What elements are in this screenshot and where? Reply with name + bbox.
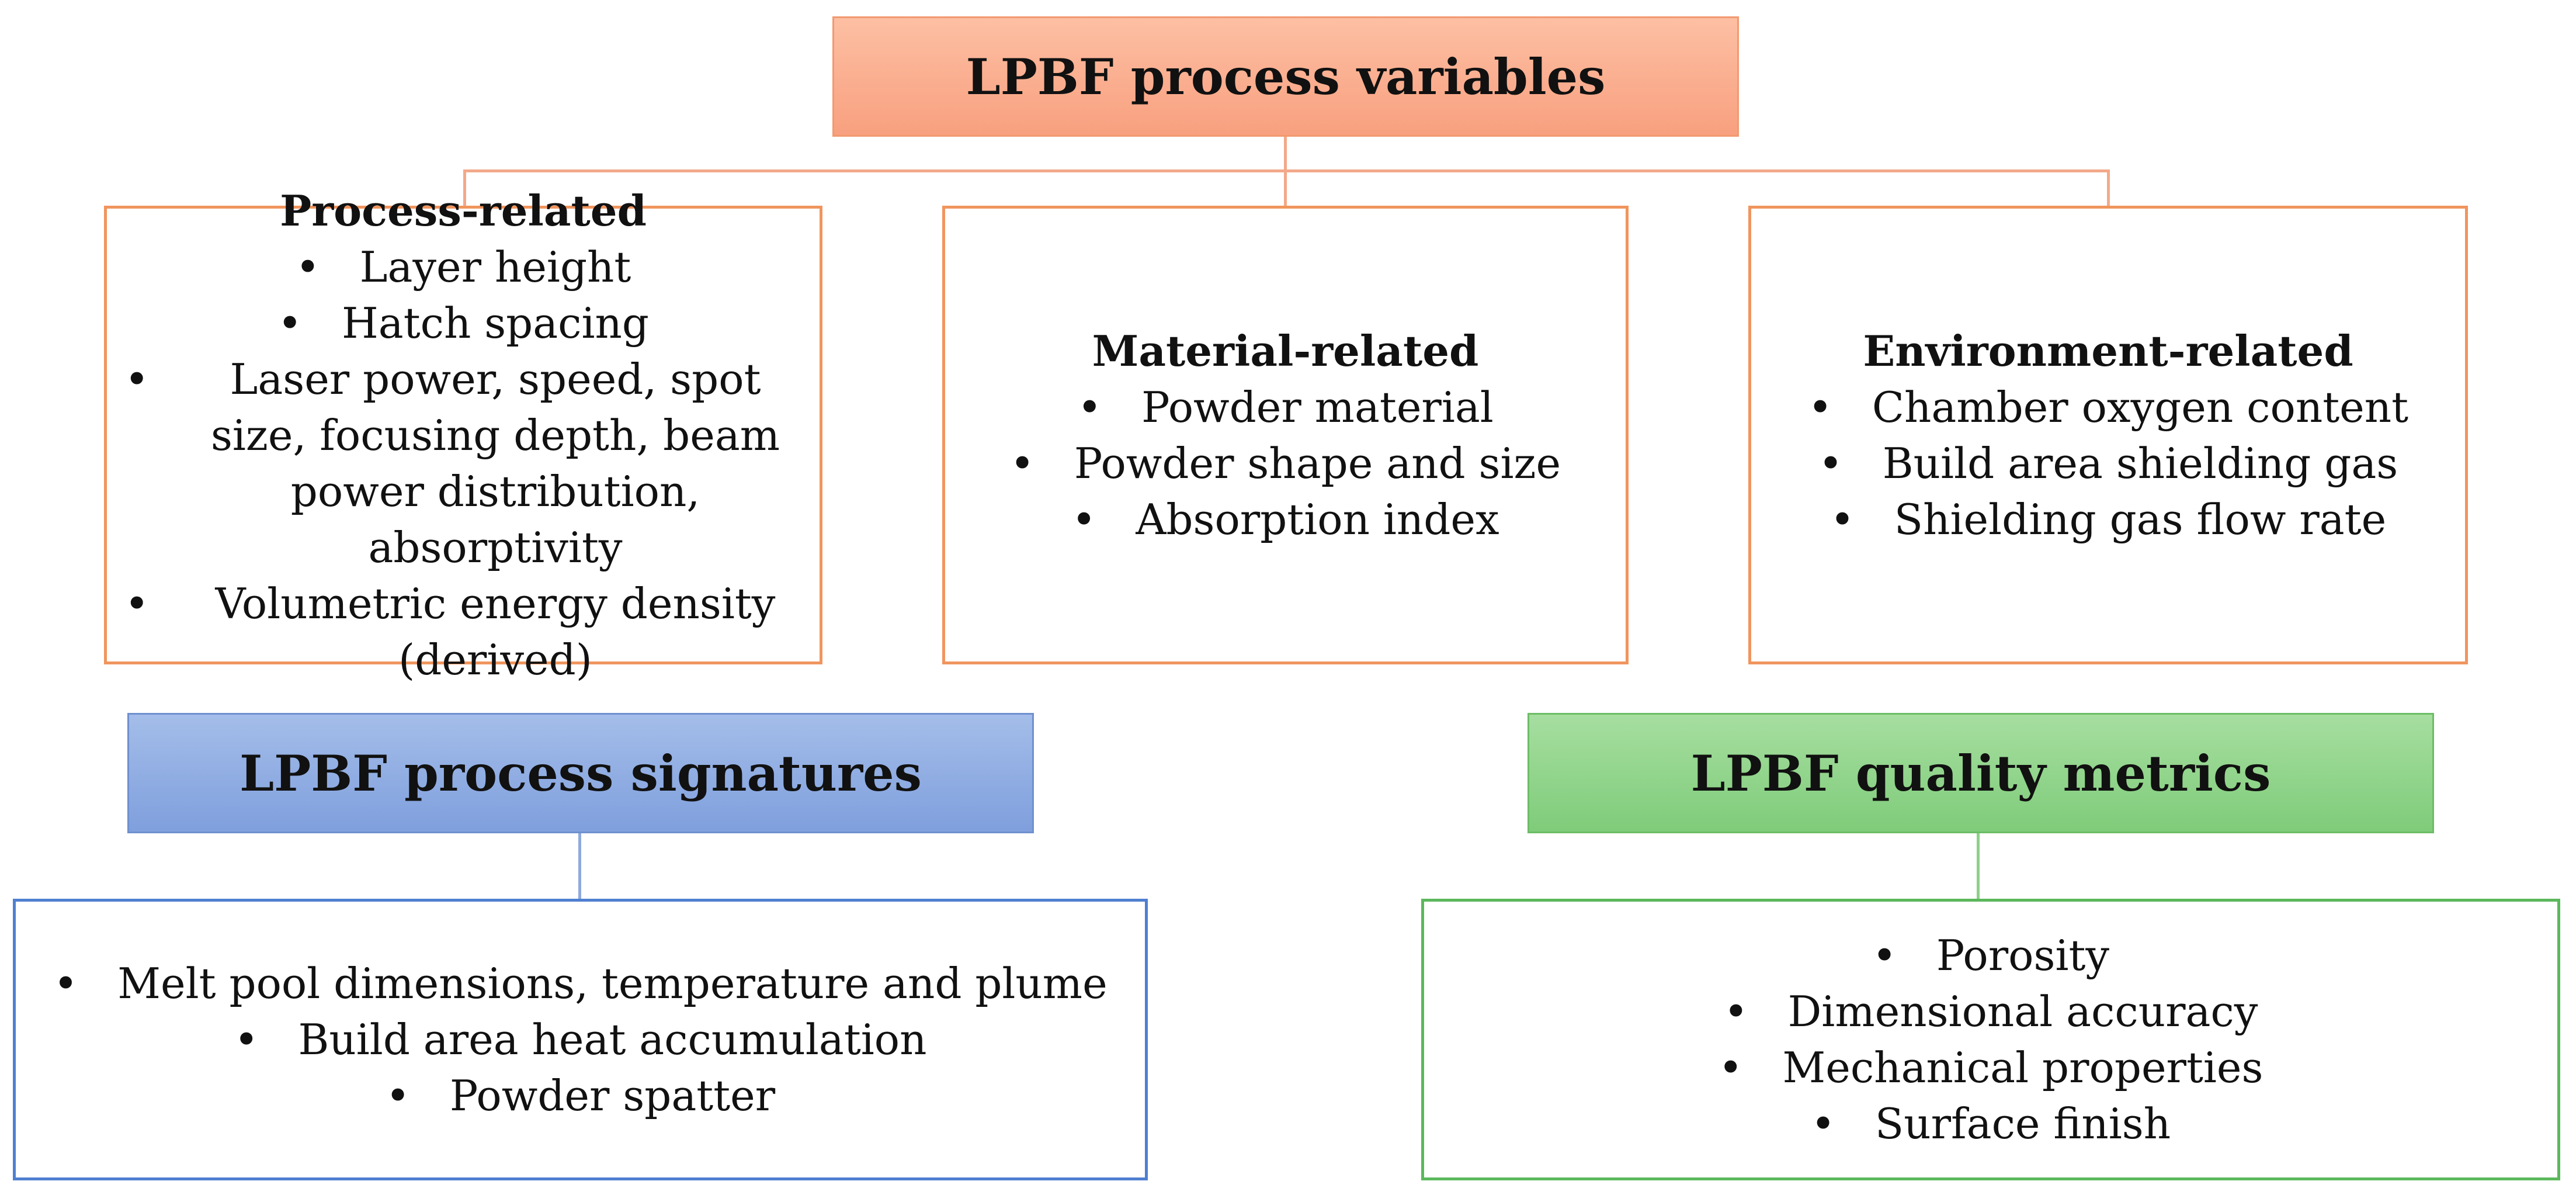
list-item: •Layer height [295,242,631,292]
list-item: •Melt pool dimensions, temperature and p… [53,959,1108,1008]
list-item: •Powder shape and size [1009,438,1561,488]
quality-metrics-title: LPBF quality metrics [1690,744,2271,802]
list-item: •Build area shielding gas [1818,438,2398,488]
list-item: •Build area heat accumulation [234,1015,927,1064]
process-related-title: Process-related [280,185,647,235]
process-signatures-title: LPBF process signatures [239,744,922,802]
connector-environment-drop [2107,169,2110,207]
connector-signatures [578,833,581,900]
process-variables-title: LPBF process variables [966,47,1606,106]
list-item: •Powder spatter [385,1071,776,1120]
quality-metrics-header: LPBF quality metrics [1527,713,2434,833]
connector-quality [1977,833,1980,900]
environment-related-title: Environment-related [1863,325,2353,376]
process-signatures-panel: •Melt pool dimensions, temperature and p… [13,899,1148,1180]
list-item: •Shielding gas flow rate [1829,494,2387,544]
list-item: •Chamber oxygen content [1807,382,2409,432]
process-variables-header: LPBF process variables [832,16,1739,137]
list-item: •Absorption index [1071,494,1499,544]
list-item: •Volumetric energy density (derived) [124,579,776,684]
list-item: •Laser power, speed, spot size, focusing… [124,354,780,572]
list-item: •Porosity [1872,931,2110,980]
connector-material-drop [1284,169,1287,207]
list-item: •Dimensional accuracy [1723,987,2258,1036]
material-related-panel: Material-related •Powder material •Powde… [942,206,1629,664]
material-related-title: Material-related [1092,325,1479,376]
list-item: •Mechanical properties [1718,1043,2263,1092]
process-related-panel: Process-related •Layer height •Hatch spa… [104,186,822,684]
list-item: •Hatch spacing [277,298,649,348]
connector-process-drop [463,169,466,207]
quality-metrics-panel: •Porosity •Dimensional accuracy •Mechani… [1421,899,2560,1180]
process-signatures-header: LPBF process signatures [127,713,1034,833]
list-item: •Surface finish [1810,1099,2171,1148]
list-item: •Powder material [1077,382,1494,432]
connector-top-vertical [1284,137,1287,172]
environment-related-panel: Environment-related •Chamber oxygen cont… [1748,206,2468,664]
